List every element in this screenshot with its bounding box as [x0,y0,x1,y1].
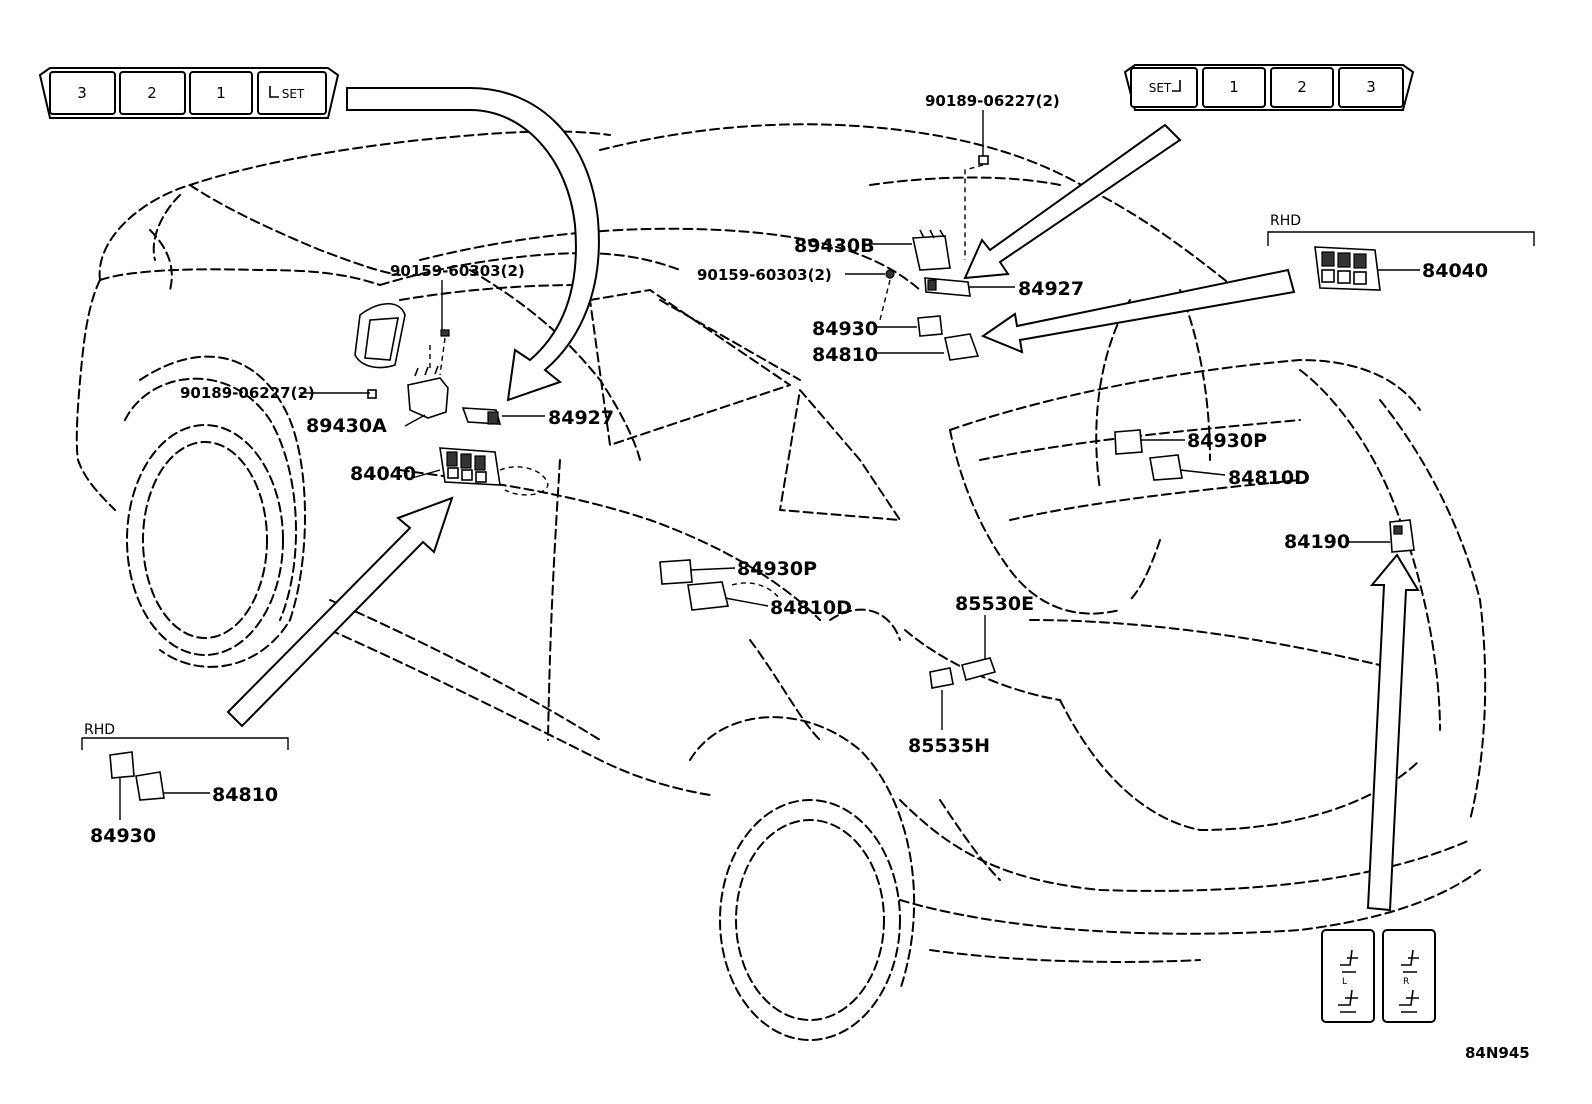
part-89430B-icon [912,229,951,271]
part-84930P-side-icon [659,559,693,585]
bolt-left-lower-icon [367,389,377,399]
seat-heater-lower-right-icon [1399,989,1419,1013]
part-84040-left-icon [439,447,549,496]
part-84927-right-icon [924,277,971,297]
label-84810D-side: 84810D [770,597,852,619]
label-90159-60303-right: 90159-60303(2) [697,266,832,284]
label-84930-rhd: 84930 [90,825,156,847]
part-84810D-rear-icon [1149,454,1183,481]
label-85530E: 85530E [955,593,1034,615]
straight-arrow-bottom-right [1366,553,1420,912]
left-panel-button-2: 2 [147,84,157,102]
part-84810-rhd-icon [135,771,165,801]
part-85530E-icon [961,657,997,681]
seat-heater-lower-left-icon [1338,989,1358,1013]
right-memory-switch-panel: SET 1 2 3 [1123,64,1415,111]
label-84930P-rear: 84930P [1187,430,1267,452]
bolt-right-mid-icon [885,269,895,279]
part-84810-right-icon [944,333,980,361]
straight-arrow-lower-left [226,496,454,728]
curved-arrow-left [346,87,600,402]
part-84810D-side-icon [687,581,781,611]
right-panel-button-1: 1 [1229,78,1239,96]
leader-lines [81,110,1535,820]
bolt-right-upper-icon [978,155,989,165]
label-84040-right: 84040 [1422,260,1488,282]
seat-heater-switches: L R [1321,929,1436,1023]
part-84930-right-icon [917,315,943,337]
label-90189-06227-left: 90189-06227(2) [180,384,315,402]
part-84040-right-icon [1314,246,1381,291]
label-84810: 84810 [812,344,878,366]
seat-heater-upper-left-icon [1340,949,1358,973]
right-panel-button-2: 2 [1297,78,1307,96]
right-panel-button-set: SET [1149,81,1172,95]
straight-arrow-mid-right [980,268,1296,354]
rhd-left-tag: RHD [84,722,115,738]
label-84190: 84190 [1284,531,1350,553]
bolt-left-upper-icon [440,329,450,337]
seat-glyph-icon [269,86,279,98]
part-84930-rhd-icon [109,751,135,779]
part-84930P-rear-icon [1114,429,1143,455]
seat-glyph-icon [1172,80,1181,92]
seat-heater-upper-right-icon [1401,949,1419,973]
part-85535H-icon [929,667,954,689]
label-90189-06227-right: 90189-06227(2) [925,92,1060,110]
label-84927-left: 84927 [548,407,614,429]
vehicle-outline [75,123,1487,1041]
pointer-arrows [226,87,1420,912]
seat-heater-left-letter: L [1342,977,1347,987]
label-84040-left: 84040 [350,463,416,485]
label-84927-right: 84927 [1018,278,1084,300]
left-panel-button-set: SET [282,87,305,101]
straight-arrow-top-right [963,123,1182,280]
label-90159-60303-left: 90159-60303(2) [390,262,525,280]
label-84810D-rear: 84810D [1228,467,1310,489]
label-84930P-side: 84930P [737,558,817,580]
label-84930: 84930 [812,318,878,340]
rhd-right-tag: RHD [1270,213,1301,229]
left-panel-button-3: 3 [77,84,87,102]
label-84810-rhd: 84810 [212,784,278,806]
part-89430A-icon [407,365,449,419]
seat-heater-right-letter: R [1403,977,1409,987]
right-panel-button-3: 3 [1366,78,1376,96]
diagram-code: 84N945 [1465,1044,1530,1062]
label-85535H: 85535H [908,735,990,757]
left-memory-switch-panel: 3 2 1 SET [38,67,340,119]
callout-labels: 90159-60303(2) 90189-06227(2) 89430A 849… [84,92,1530,1062]
part-84927-left-icon [461,407,502,425]
part-84190-icon [1389,519,1415,553]
left-panel-button-1: 1 [216,84,226,102]
parts-components [109,155,1415,801]
label-89430B: 89430B [794,235,875,257]
label-89430A: 89430A [306,415,387,437]
